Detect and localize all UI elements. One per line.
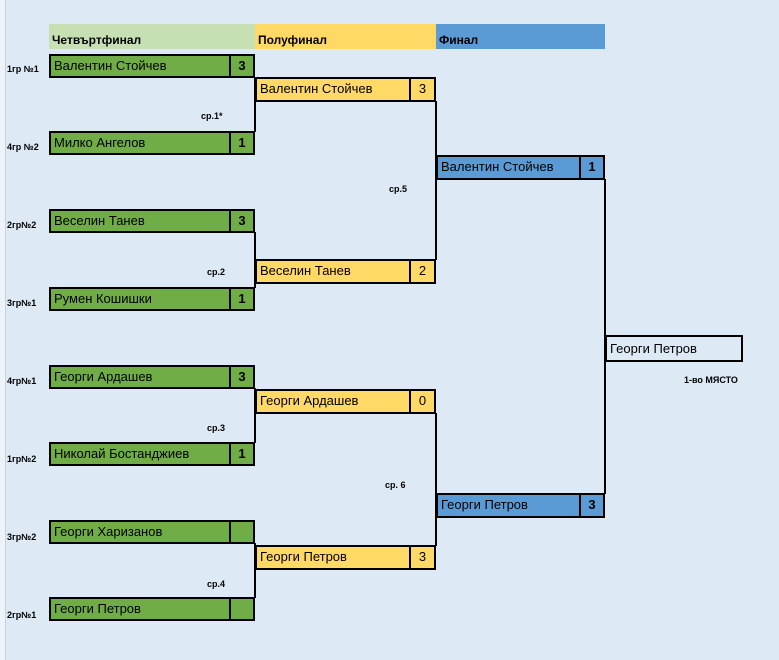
quarterfinal-score <box>229 520 255 544</box>
quarterfinal-score <box>229 597 255 621</box>
quarterfinal-player: Георги Ардашев <box>49 365 231 389</box>
quarterfinal-score: 3 <box>229 209 255 233</box>
semifinal-player: Георги Петров <box>255 545 411 570</box>
match-label: ср.3 <box>207 423 226 433</box>
quarterfinal-player: Румен Кошишки <box>49 287 231 311</box>
header-semifinal: Полуфинал <box>255 24 436 49</box>
final-score: 3 <box>579 493 605 518</box>
semifinal-score: 2 <box>409 259 436 284</box>
bracket-line <box>435 413 437 546</box>
quarterfinal-score: 1 <box>229 442 255 466</box>
quarterfinal-player: Валентин Стойчев <box>49 54 231 78</box>
bracket-line <box>254 388 256 443</box>
seed-label: 1гр №1 <box>7 64 39 74</box>
quarterfinal-score: 3 <box>229 365 255 389</box>
match-label: ср.2 <box>207 267 226 277</box>
header-final: Финал <box>436 24 605 49</box>
quarterfinal-player: Веселин Танев <box>49 209 231 233</box>
seed-label: 3гр№1 <box>7 298 37 308</box>
seed-label: 4гр№1 <box>7 376 37 386</box>
winner-label: 1-во МЯСТО <box>684 375 738 385</box>
seed-label: 2гр№2 <box>7 220 37 230</box>
bracket-line <box>254 543 256 598</box>
match-label: ср. 6 <box>385 480 406 490</box>
quarterfinal-score: 1 <box>229 287 255 311</box>
semifinal-score: 3 <box>409 77 436 102</box>
seed-label: 4гр №2 <box>7 142 39 152</box>
header-quarterfinal: Четвъртфинал <box>49 24 255 49</box>
bracket-line <box>435 101 437 260</box>
row-header-gutter <box>0 0 6 660</box>
seed-label: 1гр№2 <box>7 454 37 464</box>
match-label: ср.1* <box>201 111 223 121</box>
final-player: Валентин Стойчев <box>436 155 581 180</box>
semifinal-score: 0 <box>409 389 436 414</box>
final-player: Георги Петров <box>436 493 581 518</box>
quarterfinal-player: Николай Бостанджиев <box>49 442 231 466</box>
quarterfinal-score: 3 <box>229 54 255 78</box>
bracket-line <box>254 77 256 132</box>
quarterfinal-score: 1 <box>229 131 255 155</box>
seed-label: 3гр№2 <box>7 532 37 542</box>
winner-box: Георги Петров <box>605 335 743 362</box>
semifinal-player: Веселин Танев <box>255 259 411 284</box>
seed-label: 2гр№1 <box>7 610 37 620</box>
semifinal-player: Валентин Стойчев <box>255 77 411 102</box>
semifinal-player: Георги Ардашев <box>255 389 411 414</box>
semifinal-score: 3 <box>409 545 436 570</box>
match-label: ср.4 <box>207 579 226 589</box>
match-label: ср.5 <box>389 184 408 194</box>
final-score: 1 <box>579 155 605 180</box>
quarterfinal-player: Георги Петров <box>49 597 231 621</box>
quarterfinal-player: Милко Ангелов <box>49 131 231 155</box>
quarterfinal-player: Георги Харизанов <box>49 520 231 544</box>
